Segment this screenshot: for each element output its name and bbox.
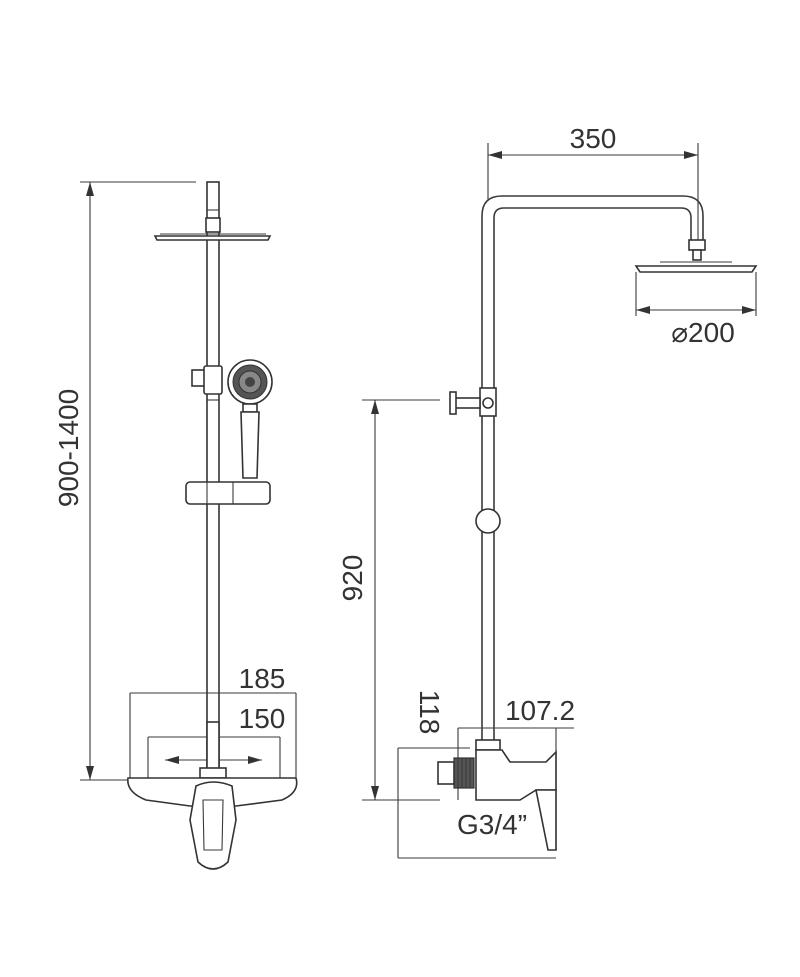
slider-bracket [185,481,271,505]
side-view: 350 ⌀200 [337,123,758,859]
diameter-dimension: ⌀200 [635,272,757,348]
mixer-height-dimension: 920 [337,399,440,801]
side-shower-head [634,261,758,273]
height-dimension: 900-1400 [53,181,196,781]
arm-reach-dimension: 350 [487,123,699,240]
outer-width-label: 185 [239,663,286,694]
inner-width-label: 150 [239,703,286,734]
wall-depth-dimension: 118 [397,690,470,858]
arm-reach-label: 350 [570,123,617,154]
hand-shower-holder [191,365,223,395]
overhead-shower-head [153,233,272,241]
side-holder [449,387,501,534]
outlet-depth-dimension: 107.2 [458,695,575,850]
hand-shower [227,359,273,479]
side-mixer-body [398,739,557,859]
riser-with-arm [481,195,706,740]
mixer-width-dimensions: 185 150 [129,663,297,790]
front-view: 900-1400 [53,181,298,870]
outlet-depth-label: 107.2 [505,695,575,726]
wall-depth-label: 118 [414,690,445,735]
thread-connector [453,757,475,789]
mixer-valve [127,721,298,870]
mixer-height-label: 920 [337,555,368,602]
diameter-label: ⌀200 [671,317,735,348]
height-label: 900-1400 [53,389,84,507]
riser-pipe [206,181,220,773]
thread-label: G3/4” [457,809,527,840]
